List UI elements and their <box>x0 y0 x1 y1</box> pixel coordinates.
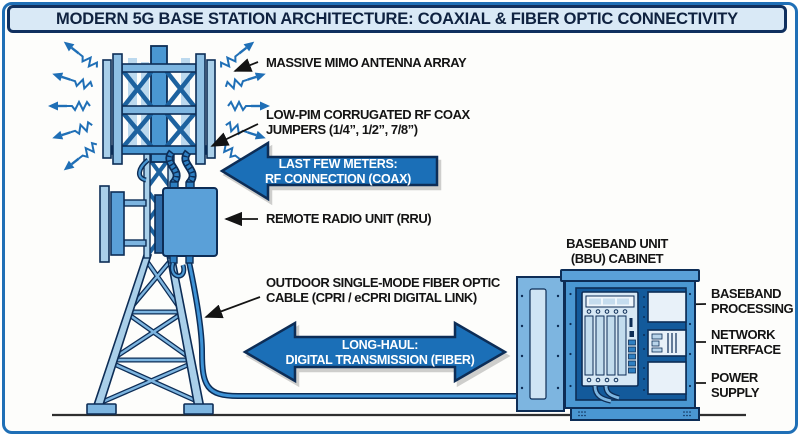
module-screws <box>643 296 645 391</box>
label-coax-jumpers: LOW-PIM CORRUGATED RF COAX JUMPERS (1/4”… <box>266 107 470 137</box>
page-title: MODERN 5G BASE STATION ARCHITECTURE: COA… <box>56 9 738 28</box>
network-interface-module <box>647 329 687 357</box>
tower-side-bracket <box>99 185 147 263</box>
power-supply-module <box>647 361 687 395</box>
rru-box <box>154 181 218 279</box>
label-fiber-cable: OUTDOOR SINGLE-MODE FIBER OPTIC CABLE (C… <box>266 275 500 305</box>
fiber-cable <box>186 261 532 399</box>
label-mimo-antenna: MASSIVE MIMO ANTENNA ARRAY <box>266 55 467 70</box>
cabinet-top-lip <box>560 269 700 282</box>
cell-tower <box>46 36 272 415</box>
fiber-flow-arrow <box>242 320 508 384</box>
fiber-flow-arrow-text: LONG-HAUL: DIGITAL TRANSMISSION (FIBER) <box>285 338 475 367</box>
label-bbu-cabinet: BASEBAND UNIT (BBU) CABINET <box>566 236 668 266</box>
rack-unit <box>581 291 639 404</box>
coax-flow-arrow <box>219 140 439 202</box>
cabinet-frame-screws <box>569 292 692 388</box>
coax-jumper-cables <box>165 149 197 186</box>
label-baseband-processing: BASEBAND PROCESSING <box>711 286 794 316</box>
label-network-interface: NETWORK INTERFACE <box>711 327 781 357</box>
mimo-antenna-array <box>102 45 216 183</box>
label-power-supply: POWER SUPPLY <box>711 370 760 400</box>
label-rru: REMOTE RADIO UNIT (RRU) <box>266 211 432 226</box>
coax-flow-arrow-text: LAST FEW METERS: RF CONNECTION (COAX) <box>264 157 412 186</box>
bbu-cabinet <box>516 269 700 421</box>
cabinet-door <box>516 276 565 412</box>
rf-wave-arrows-left <box>46 36 101 176</box>
title-bar: MODERN 5G BASE STATION ARCHITECTURE: COA… <box>7 5 787 33</box>
cabinet-base <box>570 407 700 421</box>
baseband-module <box>647 291 687 323</box>
